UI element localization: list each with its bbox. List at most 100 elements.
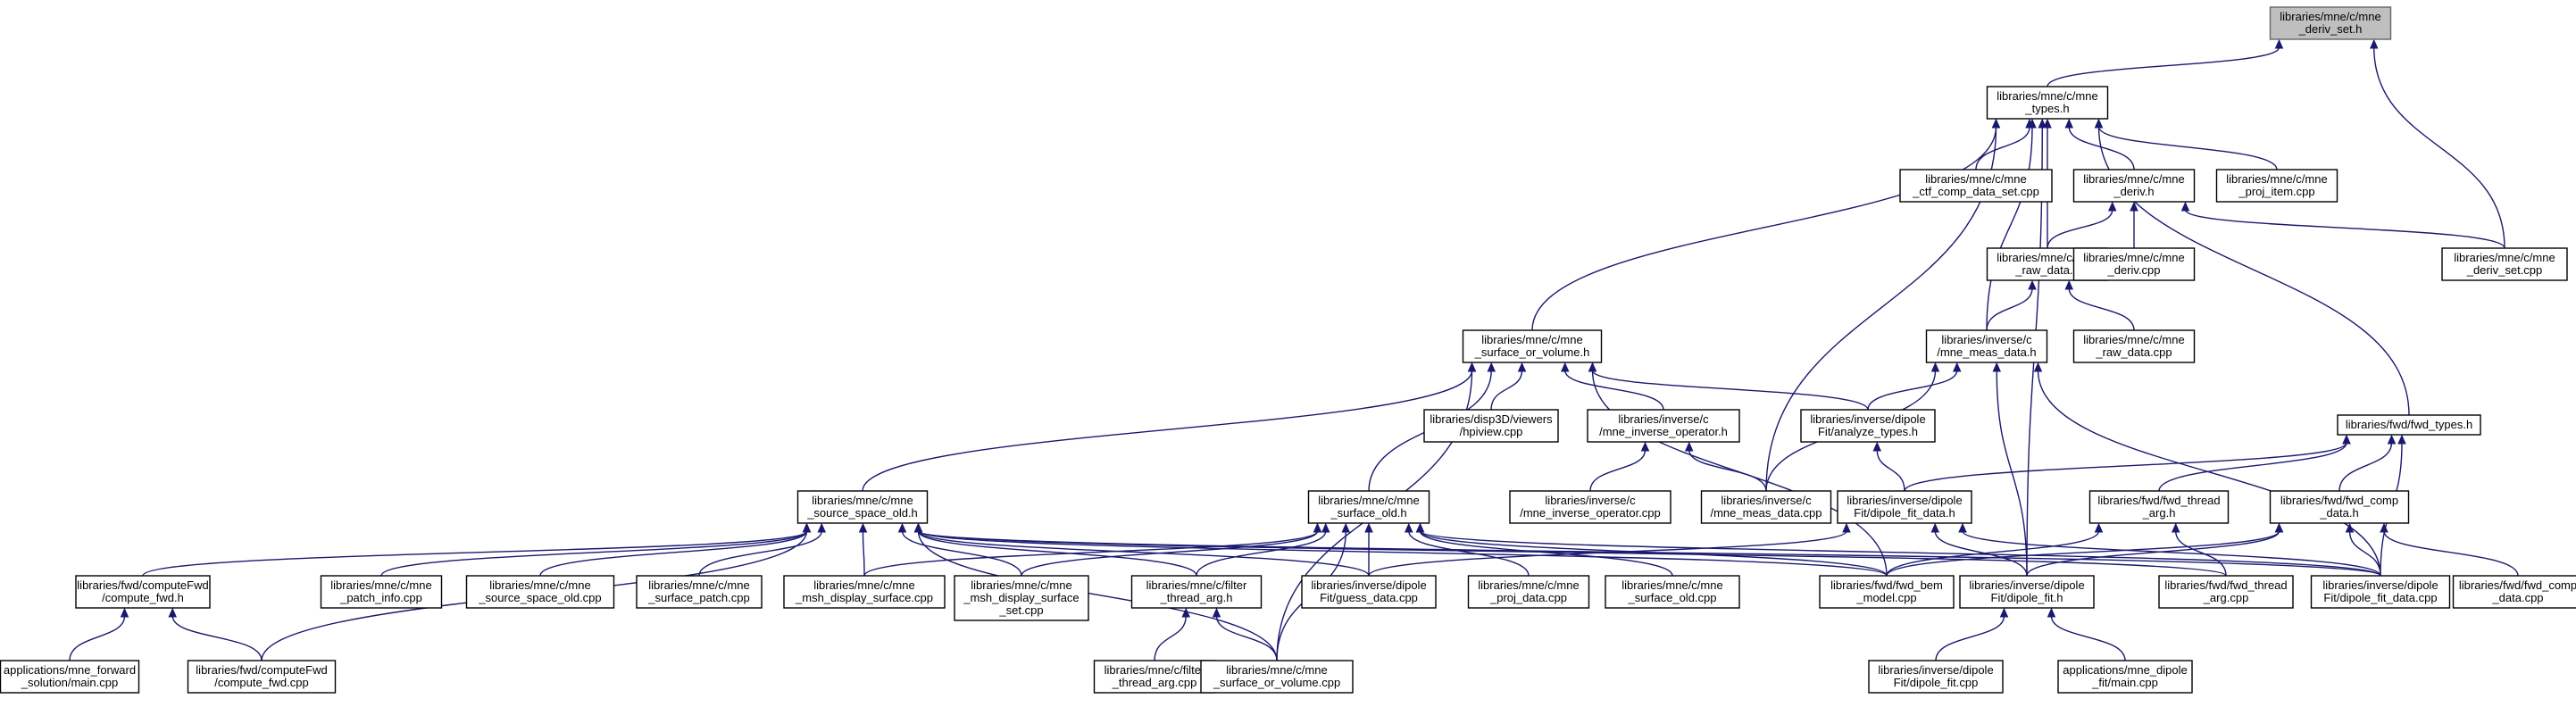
node-box[interactable] <box>1307 490 1430 524</box>
node-box[interactable] <box>1301 575 1437 609</box>
node-box[interactable] <box>636 575 763 609</box>
node-box[interactable] <box>2441 247 2568 281</box>
node-box[interactable] <box>1423 409 1559 443</box>
node-label-line: _deriv_set.h <box>2298 22 2363 36</box>
node-box[interactable] <box>954 575 1089 621</box>
node-box[interactable] <box>187 660 337 694</box>
graph-node-analyze-types-h[interactable]: libraries/inverse/dipoleFit/analyze_type… <box>1800 409 1936 443</box>
node-box[interactable] <box>796 490 929 524</box>
graph-node-deriv-set-cpp[interactable]: libraries/mne/c/mne_deriv_set.cpp <box>2441 247 2568 281</box>
graph-node-msh-display-surface-set-cpp[interactable]: libraries/mne/c/mne_msh_display_surface_… <box>954 575 1089 621</box>
node-box[interactable] <box>2057 660 2193 694</box>
graph-node-patch-info-cpp[interactable]: libraries/mne/c/mne_patch_info.cpp <box>320 575 443 609</box>
graph-node-fwd-thread-arg-cpp[interactable]: libraries/fwd/fwd_thread_arg.cpp <box>2158 575 2294 609</box>
graph-node-inverse-operator-h[interactable]: libraries/inverse/c/mne_inverse_operator… <box>1587 409 1740 443</box>
graph-node-forward-main-cpp[interactable]: applications/mne_forward_solution/main.c… <box>0 660 140 694</box>
graph-node-surface-patch-cpp[interactable]: libraries/mne/c/mne_surface_patch.cpp <box>636 575 763 609</box>
graph-node-filter-thread-arg-cpp[interactable]: libraries/mne/c/filter_thread_arg.cpp <box>1093 660 1216 694</box>
graph-node-guess-data-cpp[interactable]: libraries/inverse/dipoleFit/guess_data.c… <box>1301 575 1437 609</box>
dependency-edge <box>1364 522 1373 576</box>
node-box[interactable] <box>0 660 140 694</box>
node-box[interactable] <box>2337 414 2481 436</box>
edge-arrowhead <box>802 522 812 533</box>
graph-node-deriv-set-h[interactable]: libraries/mne/c/mne_deriv_set.h <box>2269 6 2392 40</box>
graph-node-msh-display-surface-cpp[interactable]: libraries/mne/c/mne_msh_display_surface.… <box>783 575 946 609</box>
node-box[interactable] <box>1462 329 1603 363</box>
graph-node-surface-old-cpp[interactable]: libraries/mne/c/mne_surface_old.cpp <box>1605 575 1740 609</box>
graph-node-proj-data-cpp[interactable]: libraries/mne/c/mne_proj_data.cpp <box>1467 575 1590 609</box>
node-box[interactable] <box>1093 660 1216 694</box>
node-box[interactable] <box>1200 660 1354 694</box>
graph-node-dipole-fit-data-h[interactable]: libraries/inverse/dipoleFit/dipole_fit_d… <box>1837 490 1972 524</box>
graph-node-dipole-main-cpp[interactable]: applications/mne_dipole_fit/main.cpp <box>2057 660 2193 694</box>
graph-node-inverse-operator-cpp[interactable]: libraries/inverse/c/mne_inverse_operator… <box>1509 490 1671 524</box>
node-box[interactable] <box>1700 490 1832 524</box>
graph-node-mne-meas-data-h[interactable]: libraries/inverse/c/mne_meas_data.h <box>1925 329 2048 363</box>
edge-arrowhead <box>2380 522 2388 533</box>
graph-node-filter-thread-arg-h[interactable]: libraries/mne/c/filter_thread_arg.h <box>1130 575 1263 609</box>
node-box[interactable] <box>2088 490 2230 524</box>
node-label-line: _model.cpp <box>1855 591 1916 604</box>
node-box[interactable] <box>2072 247 2196 281</box>
node-box[interactable] <box>2215 169 2338 203</box>
node-box[interactable] <box>2158 575 2294 609</box>
dependency-edge <box>862 362 1477 492</box>
node-box[interactable] <box>2269 490 2410 524</box>
node-label-line: libraries/mne/c/mne <box>971 578 1071 592</box>
node-box[interactable] <box>1130 575 1263 609</box>
graph-node-fwd-comp-data-h[interactable]: libraries/fwd/fwd_comp_data.h <box>2269 490 2410 524</box>
graph-node-fwd-thread-arg-h[interactable]: libraries/fwd/fwd_thread_arg.h <box>2088 490 2230 524</box>
node-box[interactable] <box>1899 169 2053 203</box>
graph-node-surface-old-h[interactable]: libraries/mne/c/mne_surface_old.h <box>1307 490 1430 524</box>
graph-node-fwd-comp-data-cpp[interactable]: libraries/fwd/fwd_comp_data.cpp <box>2452 575 2576 609</box>
graph-node-mne-meas-data-cpp[interactable]: libraries/inverse/c/mne_meas_data.cpp <box>1700 490 1832 524</box>
node-box[interactable] <box>1509 490 1671 524</box>
node-box[interactable] <box>2269 6 2392 40</box>
graph-node-fwd-bem-model-cpp[interactable]: libraries/fwd/fwd_bem_model.cpp <box>1819 575 1955 609</box>
node-box[interactable] <box>2452 575 2576 609</box>
node-box[interactable] <box>1605 575 1740 609</box>
node-box[interactable] <box>1868 660 2004 694</box>
graph-node-deriv-cpp[interactable]: libraries/mne/c/mne_deriv.cpp <box>2072 247 2196 281</box>
node-box[interactable] <box>2072 329 2196 363</box>
graph-node-dipole-fit-data-cpp[interactable]: libraries/inverse/dipoleFit/dipole_fit_d… <box>2310 575 2451 609</box>
graph-node-dipole-fit-cpp[interactable]: libraries/inverse/dipoleFit/dipole_fit.c… <box>1868 660 2004 694</box>
graph-node-surface-or-volume-cpp[interactable]: libraries/mne/c/mne_surface_or_volume.cp… <box>1200 660 1354 694</box>
graph-node-source-space-old-cpp[interactable]: libraries/mne/c/mne_source_space_old.cpp <box>465 575 615 609</box>
dependency-edge <box>1589 441 1650 492</box>
node-box[interactable] <box>2072 169 2196 203</box>
graph-node-surface-or-volume-h[interactable]: libraries/mne/c/mne_surface_or_volume.h <box>1462 329 1603 363</box>
edge-arrowhead <box>1321 522 1330 533</box>
node-box[interactable] <box>783 575 946 609</box>
graph-node-proj-item-cpp[interactable]: libraries/mne/c/mne_proj_item.cpp <box>2215 169 2338 203</box>
graph-node-compute-fwd-h[interactable]: libraries/fwd/computeFwd/compute_fwd.h <box>75 575 211 609</box>
node-label-line: _set.cpp <box>998 603 1043 617</box>
edge-arrowhead <box>2180 201 2190 212</box>
node-label-line: libraries/mne/c/mne <box>1997 251 2097 264</box>
node-box[interactable] <box>320 575 443 609</box>
graph-node-fwd-types-h[interactable]: libraries/fwd/fwd_types.h <box>2337 414 2481 436</box>
node-box[interactable] <box>2310 575 2451 609</box>
node-box[interactable] <box>1819 575 1955 609</box>
graph-node-source-space-old-h[interactable]: libraries/mne/c/mne_source_space_old.h <box>796 490 929 524</box>
node-label-line: _patch_info.cpp <box>339 591 422 604</box>
edge-line <box>1196 530 1327 577</box>
node-box[interactable] <box>1986 86 2109 120</box>
node-box[interactable] <box>1837 490 1972 524</box>
node-box[interactable] <box>1800 409 1936 443</box>
node-box[interactable] <box>1587 409 1740 443</box>
graph-node-compute-fwd-cpp[interactable]: libraries/fwd/computeFwd/compute_fwd.cpp <box>187 660 337 694</box>
node-box[interactable] <box>1959 575 2095 609</box>
graph-node-raw-data-cpp[interactable]: libraries/mne/c/mne_raw_data.cpp <box>2072 329 2196 363</box>
node-box[interactable] <box>1467 575 1590 609</box>
node-box[interactable] <box>1925 329 2048 363</box>
graph-node-types-h[interactable]: libraries/mne/c/mne_types.h <box>1986 86 2109 120</box>
node-label-line: libraries/mne/c/mne <box>2083 251 2184 264</box>
node-box[interactable] <box>465 575 615 609</box>
graph-node-deriv-h[interactable]: libraries/mne/c/mne_deriv.h <box>2072 169 2196 203</box>
node-box[interactable] <box>75 575 211 609</box>
graph-node-ctf-comp-data-set-cpp[interactable]: libraries/mne/c/mne_ctf_comp_data_set.cp… <box>1899 169 2053 203</box>
dependency-edge <box>858 522 868 577</box>
graph-node-hpiview-cpp[interactable]: libraries/disp3D/viewers/hpiview.cpp <box>1423 409 1559 443</box>
